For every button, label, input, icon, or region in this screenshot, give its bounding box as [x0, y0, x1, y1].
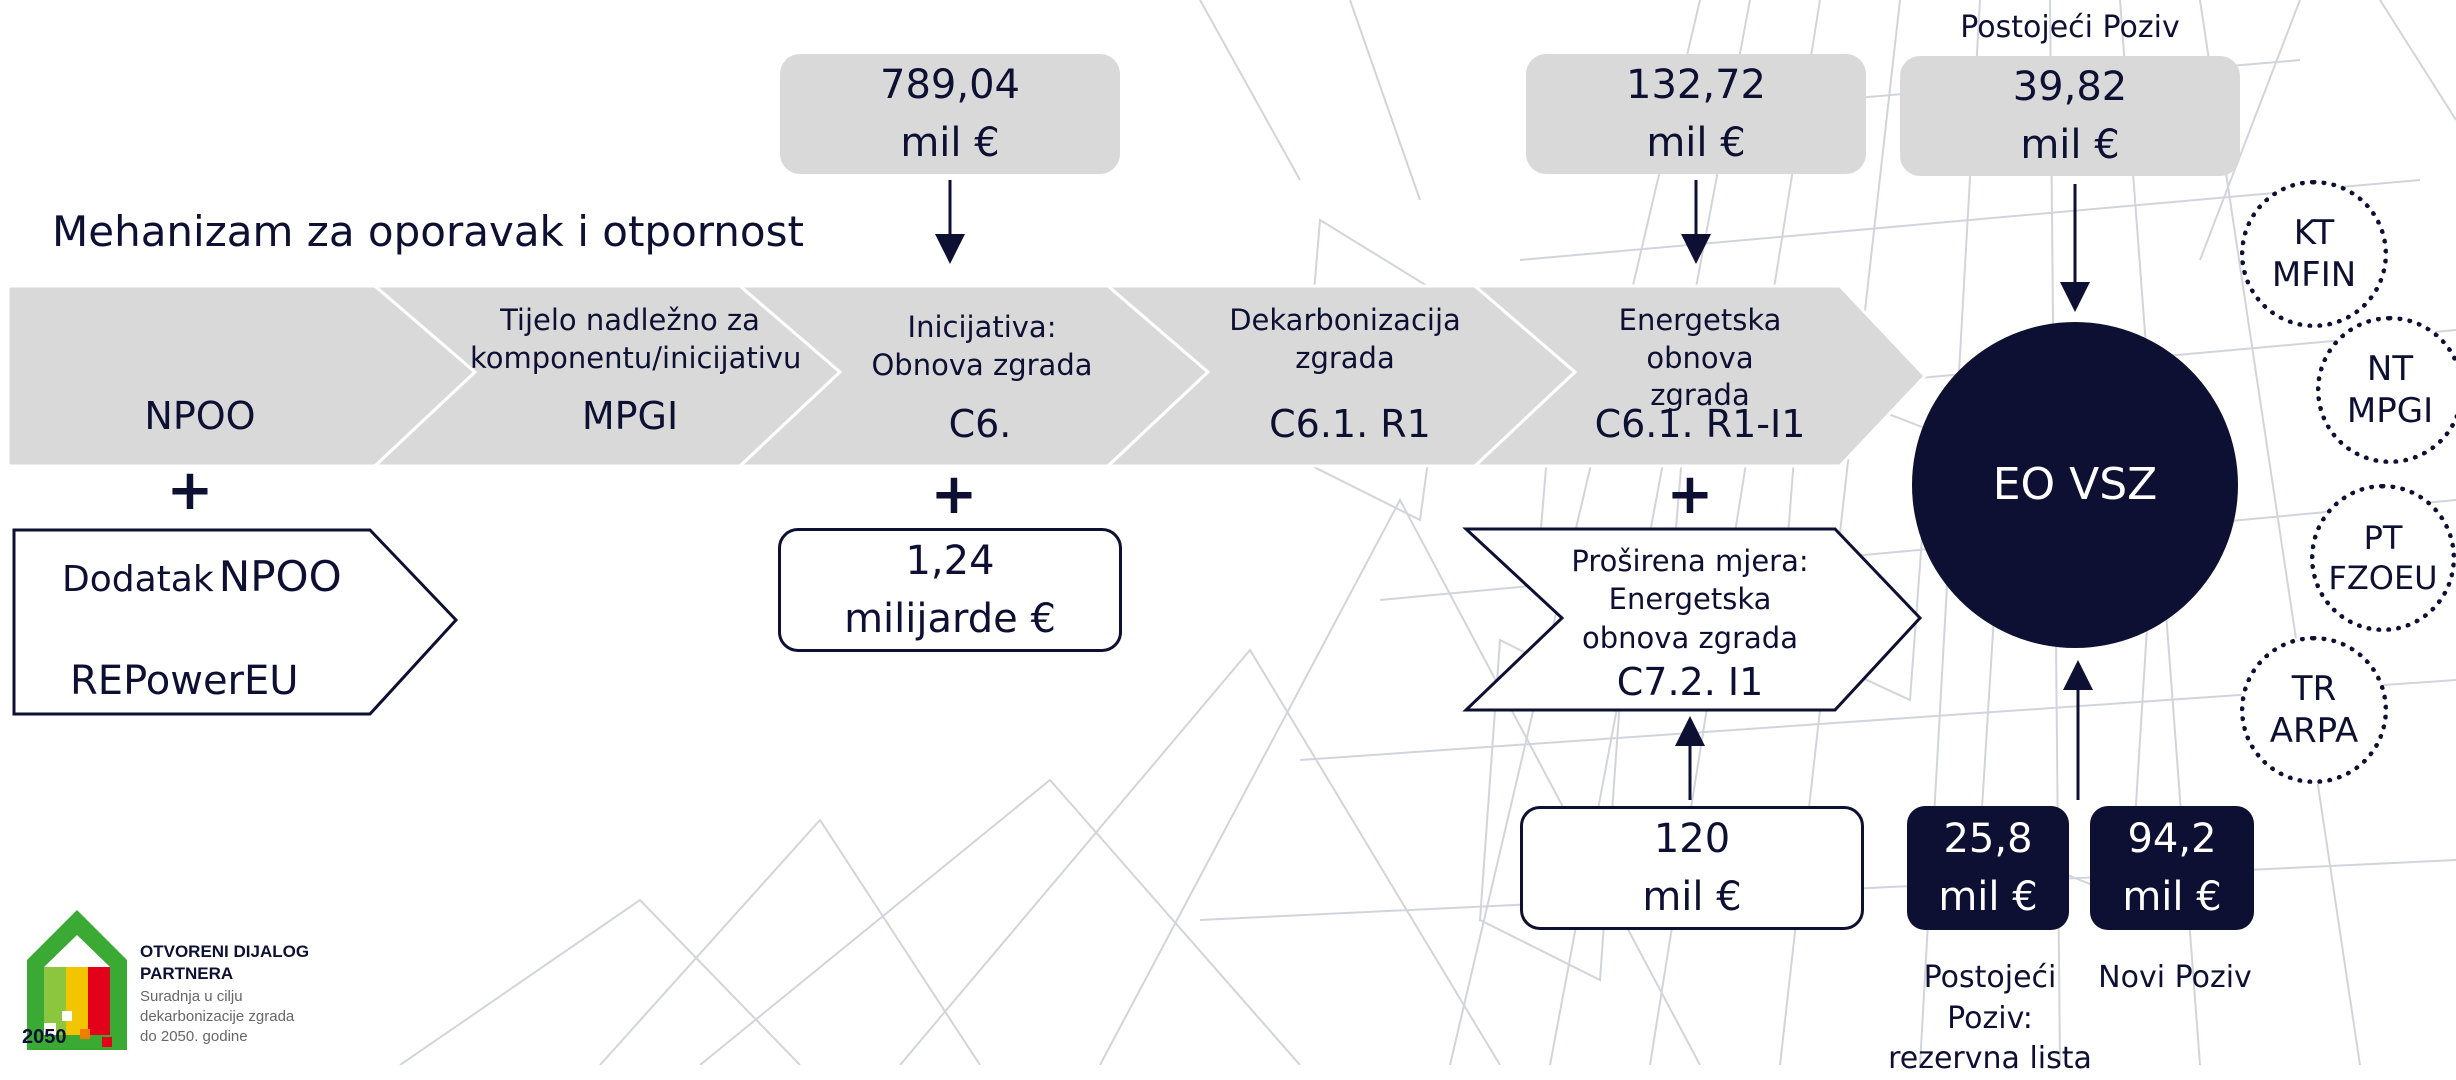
prosirena-shape	[1462, 527, 1923, 712]
milijarde-box: 1,24 milijarde €	[778, 528, 1122, 652]
milijarde-value: 1,24	[905, 538, 995, 584]
main-circle-label: EO VSZ	[1992, 459, 2158, 511]
logo-tag-line1: Suradnja u cilju	[140, 988, 243, 1005]
top-box-39: 39,82 mil €	[1900, 56, 2240, 176]
dodatak-line1: Dodatak NPOO	[62, 550, 342, 605]
top-box-789: 789,04 mil €	[780, 54, 1120, 174]
top-box-132-unit: mil €	[1646, 120, 1746, 166]
main-circle-eo-vsz: EO VSZ	[1912, 322, 2238, 648]
chevron-c6-label: Inicijativa: Obnova zgrada	[871, 310, 1093, 382]
navy-box-25-value: 25,8	[1943, 816, 2033, 862]
top-box-789-unit: mil €	[900, 120, 1000, 166]
top-box-789-value: 789,04	[880, 62, 1020, 108]
chevron-c61-r1-i1-label: Energetska obnova zgrada	[1618, 303, 1782, 413]
side-circle-pt-line1: PT	[2363, 519, 2403, 557]
logo-tag-line2: dekarbonizacije zgrada	[140, 1008, 295, 1025]
navy-box-94: 94,2 mil €	[2090, 806, 2254, 930]
plus-sign-c6: +	[930, 462, 978, 527]
prosirena-text: Proširena mjera: Energetska obnova zgrad…	[1540, 542, 1840, 707]
prosirena-line3: obnova zgrada	[1582, 620, 1798, 655]
navy-box-94-caption: Novi Poziv	[2098, 960, 2252, 995]
side-circle-pt: PT FZOEU	[2310, 484, 2456, 632]
logo-tag-line3: do 2050. godine	[140, 1028, 248, 1045]
dodatak-prefix: Dodatak	[62, 559, 214, 600]
chevron-mpgi-label: Tijelo nadležno za komponentu/inicijativ…	[470, 303, 802, 375]
box-120: 120 mil €	[1520, 806, 1864, 930]
top-box-39-label: Postojeći Poziv	[1960, 10, 2180, 45]
side-circle-tr: TR ARPA	[2240, 636, 2388, 784]
top-box-132-value: 132,72	[1626, 62, 1766, 108]
plus-sign-c61: +	[1666, 462, 1714, 527]
dodatak-npoo: NPOO	[218, 552, 342, 601]
chevron-c61-r1-label: Dekarbonizacija zgrada	[1229, 303, 1461, 375]
chevron-npoo-code: NPOO	[144, 394, 256, 438]
top-box-39-value: 39,82	[2012, 64, 2128, 110]
side-circle-tr-line2: ARPA	[2269, 711, 2359, 751]
plus-sign-npoo: +	[166, 458, 214, 523]
navy-box-25: 25,8 mil €	[1907, 806, 2069, 930]
logo-year: 2050	[22, 1026, 67, 1048]
top-box-132: 132,72 mil €	[1526, 54, 1866, 174]
side-circle-nt: NT MPGI	[2316, 316, 2456, 464]
side-circle-kt-line2: MFIN	[2271, 255, 2357, 295]
side-circle-kt-line1: KT	[2293, 212, 2335, 253]
page-title: Mehanizam za oporavak i otpornost	[52, 207, 804, 256]
side-circle-tr-line1: TR	[2291, 668, 2337, 709]
chevron-c61-r1-i1-code: C6.1. R1-I1	[1594, 402, 1806, 446]
side-circle-kt: KT MFIN	[2240, 180, 2388, 328]
navy-box-94-unit: mil €	[2122, 874, 2222, 920]
logo-name-line2: PARTNERA	[140, 964, 234, 983]
navy-box-25-unit: mil €	[1938, 874, 2038, 920]
chevron-mpgi-code: MPGI	[581, 394, 679, 438]
side-circle-pt-line2: FZOEU	[2328, 559, 2438, 597]
chevron-c6-code: C6.	[948, 402, 1012, 446]
prosirena-line1: Proširena mjera:	[1571, 544, 1809, 578]
box-120-value: 120	[1653, 816, 1731, 862]
dodatak-shape	[12, 528, 459, 716]
prosirena-code: C7.2. I1	[1616, 659, 1764, 704]
chevron-shape-c61-r1-i1	[1470, 284, 1928, 468]
chevron-c61-r1-code: C6.1. R1	[1269, 402, 1431, 446]
prosirena-line2: Energetska	[1608, 582, 1772, 617]
milijarde-unit: milijarde €	[844, 596, 1056, 642]
navy-box-25-caption: Postojeći Poziv: rezervna lista	[1888, 960, 2092, 1076]
side-circle-nt-line2: MPGI	[2346, 391, 2434, 431]
navy-box-94-value: 94,2	[2127, 816, 2217, 862]
box-120-unit: mil €	[1642, 874, 1742, 920]
logo-house-icon	[27, 910, 127, 1050]
top-box-39-unit: mil €	[2020, 122, 2120, 168]
logo-name-line1: OTVORENI DIJALOG	[140, 942, 310, 961]
dodatak-repowereu: REPowerEU	[70, 658, 299, 704]
side-circle-nt-line1: NT	[2366, 348, 2414, 389]
